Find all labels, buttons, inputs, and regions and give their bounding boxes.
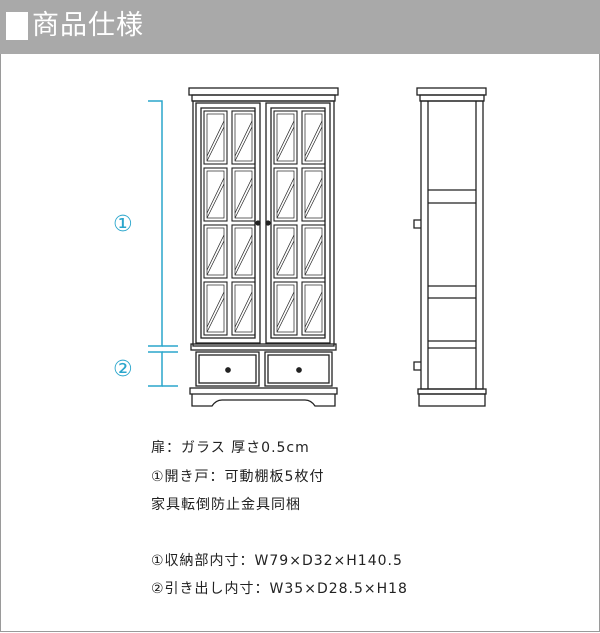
spec-door: 扉：ガラス 厚さ0.5cm <box>151 440 310 456</box>
glass-reflection <box>234 120 253 157</box>
glass-pane <box>301 281 326 336</box>
glass-pane-inner <box>304 227 323 276</box>
glass-pane <box>273 167 298 222</box>
glass-reflection <box>276 177 295 214</box>
glass-pane-inner <box>304 284 323 333</box>
glass-pane <box>231 167 256 222</box>
glass-pane-inner <box>234 113 253 162</box>
spec-hinged-door: ①開き戸：可動棚板5枚付 <box>151 469 325 485</box>
glass-pane-inner <box>234 284 253 333</box>
glass-reflection <box>276 240 295 276</box>
section-header: 商品仕様 <box>0 0 600 54</box>
glass-pane <box>231 110 256 165</box>
glass-reflection <box>234 240 253 276</box>
spec-anti-tip: 家具転倒防止金具同梱 <box>151 497 301 513</box>
glass-pane-inner <box>206 170 225 219</box>
glass-pane <box>231 224 256 279</box>
glass-pane <box>273 224 298 279</box>
glass-panes-left <box>203 110 256 336</box>
dimension-bracket-drawer <box>148 351 178 387</box>
glass-reflection <box>304 177 323 214</box>
spec-storage-inner: ①収納部内寸：W79×D32×H140.5 <box>151 553 403 569</box>
glass-reflection <box>276 126 295 162</box>
glass-pane <box>301 110 326 165</box>
glass-reflection <box>304 234 323 271</box>
glass-pane <box>203 110 228 165</box>
header-square-icon <box>6 12 28 40</box>
glass-pane <box>273 281 298 336</box>
cabinet-front-view <box>188 87 339 407</box>
glass-pane-inner <box>276 284 295 333</box>
glass-pane <box>301 224 326 279</box>
glass-pane <box>231 281 256 336</box>
dimension-bracket-storage <box>148 100 178 347</box>
glass-reflection <box>206 183 225 219</box>
glass-reflection <box>234 177 253 214</box>
spec-drawer-inner: ②引き出し内寸：W35×D28.5×H18 <box>151 581 408 597</box>
glass-reflection <box>276 183 295 219</box>
glass-reflection <box>206 234 225 271</box>
glass-reflection <box>234 291 253 328</box>
glass-reflection <box>304 297 323 333</box>
glass-pane <box>203 281 228 336</box>
glass-pane-inner <box>276 227 295 276</box>
glass-reflection <box>304 126 323 162</box>
glass-pane-inner <box>276 170 295 219</box>
glass-reflection <box>206 120 225 157</box>
glass-reflection <box>234 183 253 219</box>
glass-reflection <box>234 297 253 333</box>
glass-pane-inner <box>234 170 253 219</box>
marker-storage: ① <box>113 212 133 237</box>
glass-reflection <box>206 126 225 162</box>
glass-reflection <box>234 126 253 162</box>
glass-pane <box>203 224 228 279</box>
glass-pane-inner <box>206 227 225 276</box>
glass-pane <box>273 110 298 165</box>
glass-pane <box>301 167 326 222</box>
glass-reflection <box>206 240 225 276</box>
cabinet-side-view <box>413 87 487 407</box>
glass-reflection <box>304 120 323 157</box>
glass-pane-inner <box>234 227 253 276</box>
glass-reflection <box>276 297 295 333</box>
glass-pane-inner <box>304 113 323 162</box>
glass-reflection <box>304 183 323 219</box>
glass-reflection <box>276 120 295 157</box>
glass-pane <box>203 167 228 222</box>
glass-pane-inner <box>304 170 323 219</box>
glass-panes-right <box>273 110 326 336</box>
glass-pane-inner <box>276 113 295 162</box>
glass-reflection <box>206 177 225 214</box>
glass-pane-inner <box>206 113 225 162</box>
glass-reflection <box>304 240 323 276</box>
marker-drawer: ② <box>113 357 133 382</box>
glass-reflection <box>304 291 323 328</box>
glass-reflection <box>206 291 225 328</box>
glass-reflection <box>276 291 295 328</box>
glass-pane-inner <box>206 284 225 333</box>
glass-reflection <box>276 234 295 271</box>
section-title: 商品仕様 <box>32 10 144 41</box>
glass-reflection <box>206 297 225 333</box>
glass-reflection <box>234 234 253 271</box>
